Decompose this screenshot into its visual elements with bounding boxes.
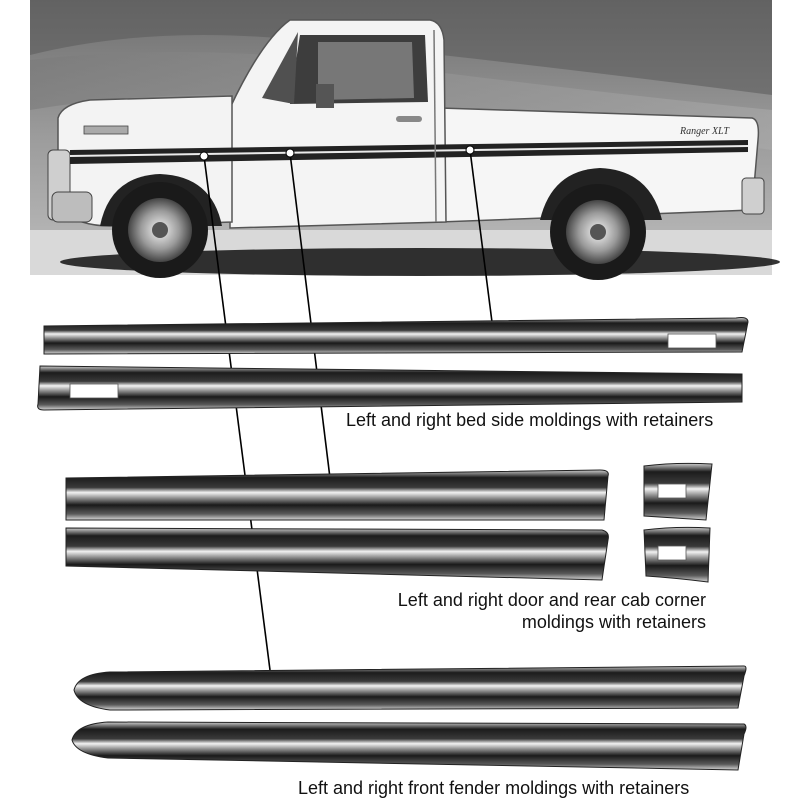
cab-corner-molding-right: [643, 462, 713, 521]
caption-bed-side-moldings: Left and right bed side moldings with re…: [346, 410, 714, 430]
caption-door-line-1: Left and right door and rear cab corner: [397, 590, 706, 610]
bed-side-molding-left: [37, 365, 743, 411]
caption-front-fender-moldings: Left and right front fender moldings wit…: [298, 778, 690, 798]
front-fender-molding-left: [71, 721, 747, 771]
pointer-dots: [199, 145, 475, 161]
door-molding-left: [65, 527, 609, 581]
pointer-lines: [203, 149, 493, 671]
caption-door-line-2: moldings with retainers: [521, 612, 706, 632]
front-fender-molding-right: [73, 665, 747, 711]
door-molding-right: [65, 469, 609, 521]
cab-corner-molding-left: [643, 526, 711, 583]
bed-side-molding-right: [43, 317, 749, 355]
pickup-truck: [47, 19, 780, 280]
ranger-badge: Ranger XLT: [679, 126, 730, 137]
caption-door-cab-corner-moldings: Left and right door and rear cab corner …: [398, 589, 706, 633]
